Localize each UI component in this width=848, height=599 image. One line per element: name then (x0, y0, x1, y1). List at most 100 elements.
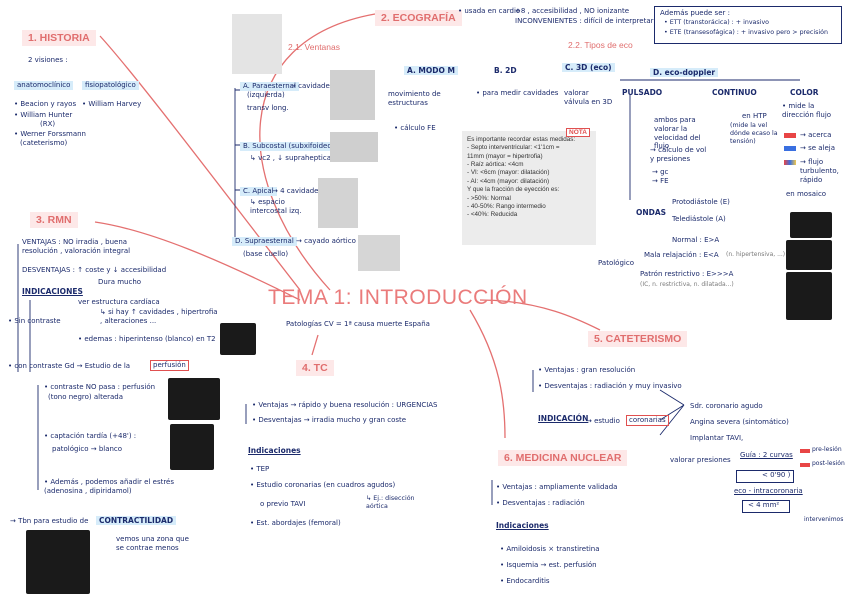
subcostal-diagram (330, 132, 378, 162)
mode-3d: C. 3D (eco) (562, 63, 615, 72)
tc-indicaciones: Indicaciones (248, 446, 301, 455)
med-amiloidosis: • Amiloidosis × transtiretina (500, 545, 600, 553)
cat-post-lesion-swatch (800, 463, 810, 467)
cat-tavi: Implantar TAVI, (690, 434, 744, 442)
nota-line: Y que la fracción de eyección es: (467, 186, 560, 194)
med-ventajas: • Ventajas : ampliamente validada (496, 483, 618, 491)
historia-fisio-1: • William Harvey (82, 100, 142, 108)
rmn-duracion: Dura mucho (98, 278, 142, 286)
medicina-nuclear-heading: 6. MEDICINA NUCLEAR (498, 450, 628, 466)
historia-anat-2: • William Hunter (14, 111, 73, 119)
tc-abordajes: • Est. abordajes (femoral) (250, 519, 341, 527)
rmn-estres: • Además , podemos añadir el estrés (ade… (44, 478, 175, 495)
rmn-heading: 3. RMN (30, 212, 78, 228)
cat-valorar-presiones: valorar presiones (670, 456, 731, 464)
doppler-image-1 (790, 212, 832, 238)
cat-area: < 4 mm² (748, 501, 780, 509)
mode-m-fe: • cálculo FE (394, 124, 436, 132)
continuo-htp: en HTP (742, 112, 767, 120)
window-supraesternal-cayado: → cayado aórtico (296, 237, 356, 245)
nota-line: - <40%: Reducida (467, 211, 518, 219)
pulsado-velocidad: ambos para valorar la velocidad del fluj… (654, 116, 701, 151)
nota-line: - Raíz aórtica: <4cm (467, 161, 524, 169)
rmn-image-perfusion (168, 378, 220, 420)
window-supraesternal: D. Supraesternal (232, 237, 297, 246)
cat-sca: Sdr. coronario agudo (690, 402, 763, 410)
doppler-image-3 (786, 272, 832, 320)
cat-post-lesion: post-lesión (812, 460, 845, 467)
link-medicina (469, 309, 506, 439)
historia-anat-4: • Werner Forssmann (14, 130, 86, 138)
tipos-eco-subheading: 2.2. Tipos de eco (568, 40, 633, 50)
tc-diseccion: ↳ Ej.: disección aórtica (366, 495, 415, 510)
color-mosaic-swatch (784, 160, 796, 165)
tc-heading: 4. TC (296, 360, 334, 376)
cat-indicacion: INDICACIÓN (538, 414, 589, 423)
nota-line: 11mm (mayor = hipertrofia) (467, 152, 543, 160)
thorax-windows-image (232, 14, 282, 74)
cat-ventajas: • Ventajas : gran resolución (538, 366, 636, 374)
window-supraesternal-cuello: (base cuello) (243, 250, 289, 258)
window-subcostal: B. Subcostal (subxifoideo) (240, 142, 338, 151)
onda-a: Telediástole (A) (672, 215, 726, 223)
page-title: TEMA 1: INTRODUCCIÓN (268, 286, 528, 309)
color-direccion: • mide la dirección flujo (782, 102, 832, 119)
ademas-box (654, 6, 842, 44)
link-cateterismo (479, 299, 601, 331)
cat-eco-intracoronaria: eco - intracoronaria (734, 487, 803, 495)
mode-2d-detail: • para medir cavidades (476, 89, 559, 97)
ademas-ett: • ETT (transtorácica) : + invasivo (664, 19, 770, 26)
cat-intervenimos: intervenimos (804, 516, 844, 523)
nota-line: - >50%: Normal (467, 194, 511, 202)
link-tc (311, 334, 319, 356)
pulsado-calculo: → cálculo de vol y presiones (650, 146, 707, 163)
pulsado-gc: → gc (652, 168, 669, 176)
tc-tavi: o previo TAVI (260, 500, 306, 508)
historia-anat-1: • Beacion y rayos (14, 100, 77, 108)
paraesternal-diagram (330, 70, 375, 120)
window-subcostal-detail: ↳ vc2 , ↓ supraheptica (250, 154, 332, 162)
nota-box: Es importante recordar estas medidas: - … (462, 131, 596, 245)
apical-diagram (318, 178, 358, 228)
med-desventajas: • Desventajas : radiación (496, 499, 585, 507)
rmn-contraste-no-pasa-2: (tono negro) alterada (48, 393, 124, 401)
med-isquemia: • Isquemia → est. perfusión (500, 561, 597, 569)
rmn-sin-cavidades: ↳ si hay ↑ cavidades , hipertrofia , alt… (100, 308, 218, 325)
window-paraesternal: A. Paraesternal (240, 82, 299, 91)
nota-line: - 40-50%: Rango intermedio (467, 202, 546, 210)
mode-2d: B. 2D (494, 66, 517, 75)
nota-line: - AI: <4cm (mayor: dilatación) (467, 177, 550, 185)
historia-visiones: 2 visiones : (28, 56, 68, 64)
historia-anat-3: (RX) (40, 120, 56, 128)
tc-tep: • TEP (250, 465, 270, 473)
historia-heading: 1. HISTORIA (22, 30, 96, 46)
tc-ventajas: • Ventajas → rápido y buena resolución :… (252, 401, 438, 409)
cat-guia: Guía : 2 curvas (740, 451, 793, 459)
rmn-captacion-tardia: • captación tardía (+48') : (44, 432, 137, 440)
nota-line: - VI: <6cm (mayor: dilatación) (467, 169, 550, 177)
color-aleja: → se aleja (800, 144, 836, 152)
cateterismo-heading: 5. CATETERISMO (588, 331, 688, 347)
cat-coronarias: coronarias (626, 415, 669, 426)
doppler-color: COLOR (790, 88, 819, 97)
rmn-captacion-blanco: patológico → blanco (52, 445, 123, 453)
rmn-contractilidad: CONTRACTILIDAD (96, 516, 177, 525)
ondas-mala-relajacion: Mala relajación : E<A (644, 251, 719, 259)
ventanas-subheading: 2.1. Ventanas (288, 42, 340, 52)
patologias-note: Patologías CV = 1ª causa muerte España (286, 320, 430, 328)
color-turbulento: → flujo turbulento, rápido (800, 158, 839, 184)
rmn-indicaciones: INDICACIONES (22, 287, 83, 296)
rmn-image-contractilidad (26, 530, 90, 594)
cat-pre-lesion-swatch (800, 449, 810, 453)
color-red-swatch (784, 133, 796, 138)
ondas-heading: ONDAS (636, 208, 667, 217)
window-paraesternal-cav: → cavidades (290, 82, 334, 90)
doppler-pulsado: PULSADO (622, 88, 663, 97)
eco-usada-cardio: • usada en cardio (458, 7, 521, 15)
pulsado-fe: → FE (652, 177, 669, 185)
window-paraesternal-izq: (izquierda) (247, 91, 285, 99)
nota-tag: NOTA (566, 128, 590, 137)
cat-pre-lesion: pre-lesión (812, 446, 842, 453)
ondas-restrictivo: Patrón restrictivo : E>>>A (640, 270, 734, 278)
ademas-ete: • ETE (transesofágica) : + invasivo pero… (664, 29, 828, 36)
